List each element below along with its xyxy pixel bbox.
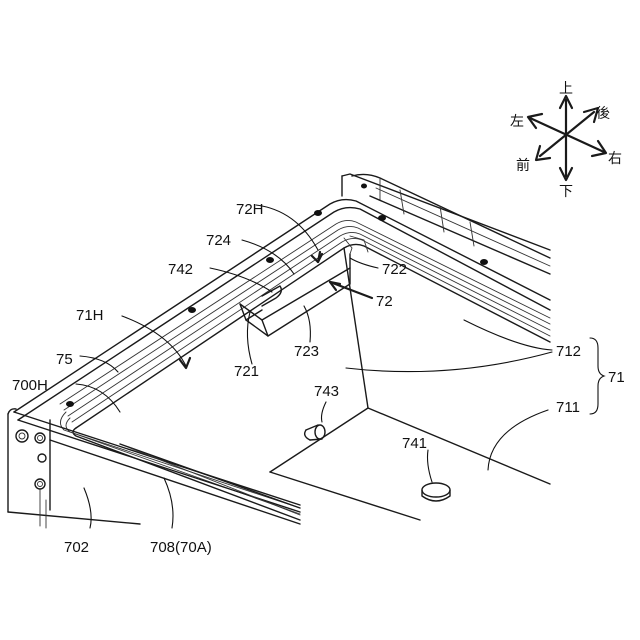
cylinder-743	[305, 425, 325, 440]
label-71: 71	[608, 369, 625, 386]
compass-back-label: 後	[596, 106, 610, 122]
label-743: 743	[314, 383, 339, 400]
label-700H: 700H	[12, 377, 48, 394]
tray-interior	[270, 248, 550, 520]
label-71H: 71H	[76, 307, 104, 324]
frame-front-rim	[14, 200, 550, 520]
compass-front-label: 前	[516, 157, 530, 174]
label-742: 742	[168, 261, 193, 278]
label-711: 711	[556, 399, 580, 416]
compass-left-label: 左	[510, 114, 524, 130]
rim-fasteners	[66, 184, 488, 408]
label-72: 72	[376, 293, 393, 310]
compass-down-label: 下	[559, 184, 573, 200]
label-724: 724	[206, 232, 231, 249]
label-741: 741	[402, 435, 427, 452]
label-721: 721	[234, 363, 259, 380]
front-connectors	[16, 430, 46, 489]
label-712: 712	[556, 343, 581, 360]
label-708-70A: 708(70A)	[150, 539, 212, 556]
compass-right-label: 右	[608, 151, 622, 167]
disk-741	[422, 483, 450, 501]
compass-up-label: 上	[559, 81, 573, 97]
label-75: 75	[56, 351, 73, 368]
direction-compass	[528, 96, 606, 180]
label-702: 702	[64, 539, 89, 556]
front-wall	[8, 409, 300, 528]
label-723: 723	[294, 343, 319, 360]
label-72H: 72H	[236, 201, 264, 218]
frame-back-rim	[342, 174, 550, 274]
label-722: 722	[382, 261, 407, 278]
bracket-71	[590, 338, 604, 414]
